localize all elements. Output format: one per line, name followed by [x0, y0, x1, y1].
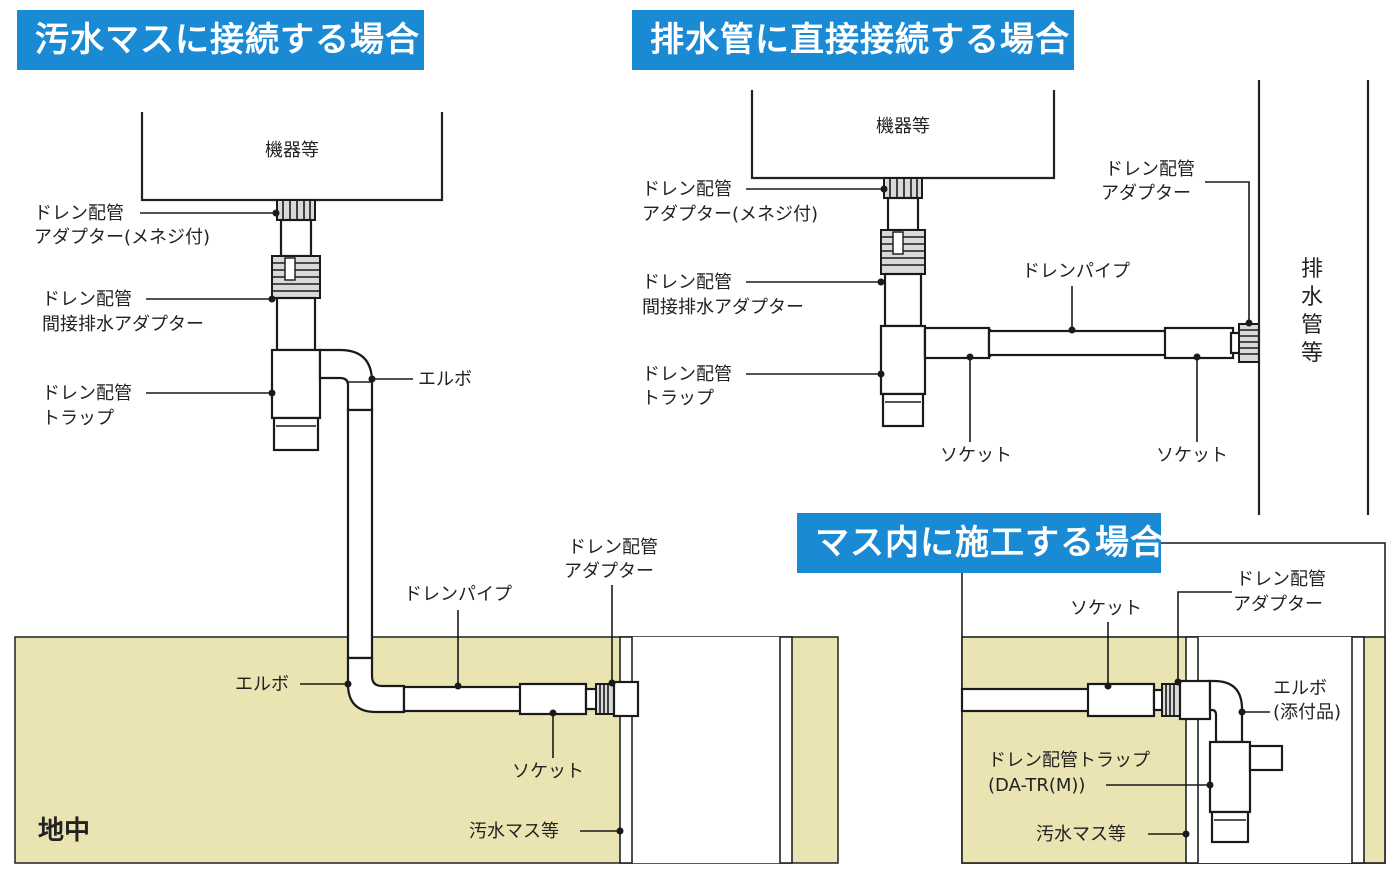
socket-2b — [1163, 326, 1235, 360]
label-indirect-adapter-2a: ドレン配管 — [642, 272, 732, 293]
elbow-top — [318, 348, 374, 412]
label-socket-3: ソケット — [1070, 598, 1142, 619]
drain-adapter-3 — [1161, 679, 1212, 721]
drain-adapter-left — [595, 680, 640, 718]
equipment-label: 機器等 — [265, 140, 319, 161]
label-adapter-female-2: アダプター(メネジ付) — [34, 227, 210, 248]
label-elbow-top: エルボ — [418, 369, 472, 390]
label-elbow-3b: (添付品) — [1273, 702, 1341, 723]
label-sewer-box-3: 汚水マス等 — [1036, 824, 1126, 845]
equipment-label-2: 機器等 — [876, 116, 930, 137]
label-adapter-3a: ドレン配管 — [1236, 569, 1326, 590]
label-trap-1: ドレン配管 — [42, 383, 132, 404]
banner-inside-box: マス内に施工する場合 — [797, 513, 1164, 573]
label-indirect-adapter-1: ドレン配管 — [42, 289, 132, 310]
label-drain-pipe-left: ドレンパイプ — [404, 584, 512, 605]
label-trap-2b: トラップ — [642, 388, 714, 409]
wall-pipe-char-1: 排 — [1301, 257, 1323, 282]
box-wall-left — [1185, 636, 1199, 864]
label-adapter-female-2b: アダプター(メネジ付) — [642, 204, 818, 225]
label-adapter-female-1: ドレン配管 — [34, 203, 124, 224]
label-socket-2a: ソケット — [940, 445, 1012, 466]
right-top-diagram: 機器等 — [642, 80, 1370, 515]
trap-body-left — [270, 348, 322, 452]
label-underground: 地中 — [38, 816, 90, 846]
label-adapter-female-2a: ドレン配管 — [642, 179, 732, 200]
label-adapter-2a: ドレン配管 — [1105, 159, 1195, 180]
sewer-box-left — [619, 636, 793, 864]
label-socket-left: ソケット — [512, 761, 584, 782]
label-drain-pipe-2: ドレンパイプ — [1022, 261, 1130, 282]
label-adapter-left-1: ドレン配管 — [568, 537, 658, 558]
label-adapter-2b: アダプター — [1101, 183, 1191, 204]
label-indirect-adapter-2b: 間接排水アダプター — [642, 297, 804, 318]
banner-direct-pipe: 排水管に直接接続する場合 — [632, 10, 1074, 70]
label-adapter-left-2: アダプター — [564, 561, 654, 582]
label-sewer-box-left: 汚水マス等 — [469, 821, 559, 842]
left-diagram: 機器等 — [14, 112, 839, 864]
trap-3 — [1208, 740, 1284, 844]
socket-3 — [1086, 682, 1156, 718]
socket-2a — [923, 326, 991, 360]
indirect-drain-adapter-2 — [880, 229, 926, 328]
vertical-pipe — [346, 408, 374, 660]
socket-left — [518, 682, 588, 716]
label-socket-2b: ソケット — [1156, 445, 1228, 466]
label-trap-3a: ドレン配管トラップ — [988, 750, 1150, 771]
wall-pipe-char-3: 管 — [1301, 313, 1323, 338]
wall-pipe-char-4: 等 — [1301, 341, 1323, 366]
indirect-drain-adapter — [271, 255, 321, 352]
label-indirect-adapter-2: 間接排水アダプター — [42, 314, 204, 335]
drain-pipe-3 — [960, 687, 1092, 713]
label-trap-2a: ドレン配管 — [642, 364, 732, 385]
label-elbow-3a: エルボ — [1273, 678, 1327, 699]
label-adapter-3b: アダプター — [1233, 594, 1323, 615]
drain-adapter-female — [276, 199, 316, 258]
wall-pipe-char-2: 水 — [1301, 285, 1323, 310]
label-trap-2: トラップ — [42, 408, 114, 429]
drain-pipe-left — [402, 685, 524, 713]
drain-adapter-2 — [1238, 323, 1260, 363]
box-wall-right — [1351, 636, 1365, 864]
drain-pipe-2 — [987, 329, 1169, 357]
right-bottom-diagram: ソケット ドレン配管 アダプター エルボ (添付品) ドレン配管トラップ (DA… — [960, 542, 1386, 864]
drain-adapter-female-2 — [883, 177, 923, 232]
label-elbow-bottom: エルボ — [235, 674, 289, 695]
label-trap-3b: (DA-TR(M)) — [988, 775, 1085, 796]
banner-sewer-box: 汚水マスに接続する場合 — [17, 10, 424, 70]
